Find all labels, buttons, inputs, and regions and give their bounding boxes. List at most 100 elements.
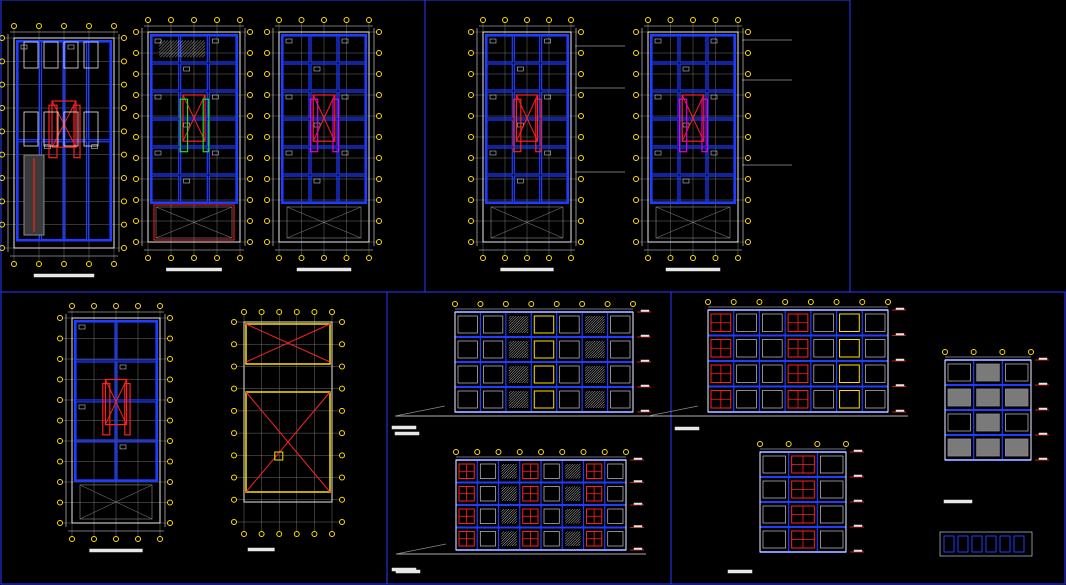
room-wall [151, 35, 180, 63]
grid-bubble [468, 29, 474, 35]
furniture [544, 150, 551, 156]
hatch-line [511, 391, 529, 409]
exterior-wall [281, 34, 367, 204]
wall-hatch [508, 315, 529, 334]
window [736, 339, 757, 358]
grid-bubble [167, 417, 173, 424]
hatch-line [587, 391, 605, 409]
grid-bubble [264, 71, 270, 77]
hatch-line [158, 40, 163, 44]
window [543, 486, 560, 502]
core-diagonal [681, 94, 705, 142]
hatch-line [565, 463, 568, 467]
hatch-line [516, 396, 529, 409]
grid-bubble [633, 197, 639, 203]
hatch-line [508, 340, 525, 357]
accent-shaft [124, 383, 131, 436]
level-text-stub [640, 334, 650, 337]
hatch-line [565, 531, 568, 535]
hatch-line [509, 493, 517, 502]
furniture [285, 150, 293, 156]
detail-cell [999, 535, 1011, 553]
hatch-line [158, 40, 172, 53]
open-area-cross [286, 206, 362, 239]
drawing-section-longitudinal [394, 301, 653, 436]
gray-panel [976, 413, 1000, 432]
window [1005, 363, 1029, 382]
hatch-line [501, 463, 507, 470]
grid-bubble [167, 520, 173, 526]
grid-bubble [231, 385, 237, 392]
grid-bubble [538, 449, 544, 455]
hatch-line [501, 486, 507, 492]
hatch-line [506, 491, 517, 502]
window [559, 365, 580, 384]
parking-stall [23, 41, 39, 69]
hatch-line [506, 536, 517, 547]
furniture [183, 178, 190, 184]
grid-bubble [745, 155, 751, 161]
hatch-line [511, 341, 529, 359]
detail-cell [957, 535, 969, 553]
room-wall [282, 175, 310, 203]
room-wall [180, 63, 208, 91]
grid-bubble [568, 255, 574, 261]
window [736, 390, 757, 409]
grid-bubble [264, 92, 270, 98]
grid-bubble [214, 255, 220, 261]
hatch-line [602, 381, 605, 384]
hatch-line [501, 486, 515, 500]
grid-bubble [645, 255, 651, 261]
hatch-line [565, 463, 581, 479]
furniture [313, 122, 321, 128]
room-wall [151, 175, 180, 203]
accent-shaft [48, 104, 58, 159]
accent-shaft [535, 98, 542, 153]
grid-bubble [121, 198, 127, 205]
grid-bubble [480, 17, 486, 23]
room-wall [651, 175, 679, 203]
core-diagonal [182, 94, 206, 142]
hatch-line [584, 365, 596, 377]
stair-core [312, 94, 336, 142]
grid-bubble [111, 23, 117, 29]
open-area [79, 484, 153, 520]
core-diagonal [312, 94, 336, 142]
grid-bubble [231, 474, 237, 481]
room-wall [651, 35, 679, 63]
title-bar [674, 426, 700, 431]
room-wall [282, 119, 310, 147]
grid-bubble [241, 309, 247, 315]
level-text-stub [853, 449, 863, 452]
grid-bubble [167, 376, 173, 383]
open-area-cross [155, 206, 233, 239]
room-wall [151, 91, 180, 119]
grid-bubble [633, 113, 639, 119]
hatch-line [585, 340, 603, 359]
room-wall [679, 175, 707, 203]
hatch-line [508, 390, 520, 402]
hatch-line [570, 536, 581, 547]
hatch-line [514, 318, 529, 334]
grid-bubble [264, 29, 270, 35]
hatch-line [508, 340, 522, 354]
hatch-line [501, 486, 512, 497]
grid-bubble [524, 255, 530, 261]
building-outline [455, 459, 627, 551]
title-bar [500, 267, 554, 272]
hatch-line [584, 365, 601, 382]
hatch-line [568, 488, 581, 502]
hatch-line [565, 531, 571, 537]
hatch-line [501, 486, 510, 495]
grid-bubble [366, 17, 372, 23]
grid-bubble [121, 128, 127, 135]
hatch-line [181, 40, 199, 58]
room-wall [707, 91, 735, 119]
hatch-line [590, 343, 605, 359]
furniture [183, 66, 190, 72]
hatch-line [602, 356, 605, 359]
room-wall [87, 41, 111, 141]
hatch-line [508, 390, 522, 404]
furniture [710, 94, 718, 100]
